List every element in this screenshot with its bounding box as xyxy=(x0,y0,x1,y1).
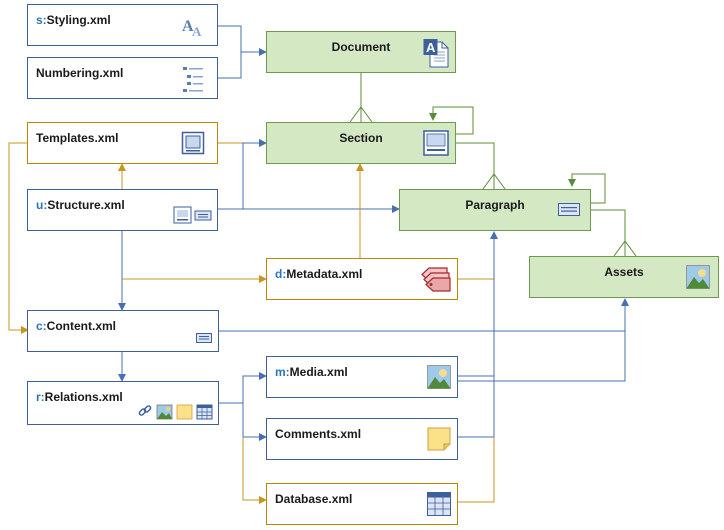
node-document[interactable]: Document A xyxy=(266,31,456,73)
table-icon xyxy=(427,492,451,516)
document-icon: A xyxy=(423,39,449,68)
node-media[interactable]: m:Media.xml xyxy=(266,356,458,398)
node-prefix: m: xyxy=(275,365,290,379)
node-label: Database.xml xyxy=(275,492,353,506)
node-label: Content.xml xyxy=(46,319,117,333)
edge-paragraph-assets xyxy=(591,209,626,256)
node-assets[interactable]: Assets xyxy=(529,256,719,298)
image-icon xyxy=(427,365,451,389)
svg-text:A: A xyxy=(182,18,194,35)
node-styling[interactable]: s:Styling.xml A A xyxy=(27,4,218,46)
table-icon xyxy=(196,404,213,420)
node-label: Relations.xml xyxy=(44,390,123,404)
edge-structure-section xyxy=(217,139,267,210)
section-icon xyxy=(423,130,449,156)
node-label: Numbering.xml xyxy=(36,66,124,80)
node-prefix: d: xyxy=(275,267,287,281)
node-comments[interactable]: Comments.xml xyxy=(266,418,458,460)
edge-styling-document xyxy=(217,25,267,56)
image-icon xyxy=(156,404,173,420)
node-label: Section xyxy=(339,131,383,145)
node-label: Styling.xml xyxy=(46,13,111,27)
structure-icon xyxy=(173,206,212,224)
node-label: Document xyxy=(331,40,391,54)
node-prefix: u: xyxy=(36,198,48,212)
edge-numbering-document xyxy=(217,52,242,79)
text-block-icon xyxy=(196,333,212,343)
link-icon xyxy=(138,405,152,416)
section-self-loop xyxy=(429,106,474,135)
node-prefix: s: xyxy=(36,13,47,27)
node-templates[interactable]: Templates.xml xyxy=(27,122,218,164)
node-label: Comments.xml xyxy=(275,427,362,441)
sticky-note-icon xyxy=(176,404,193,420)
link-image-note-table-icons xyxy=(138,404,213,420)
template-icon xyxy=(181,131,205,155)
node-metadata[interactable]: d:Metadata.xml xyxy=(266,258,458,300)
node-prefix: c: xyxy=(36,319,47,333)
node-content[interactable]: c:Content.xml xyxy=(27,310,219,352)
node-paragraph[interactable]: Paragraph xyxy=(399,189,591,231)
node-label: Media.xml xyxy=(289,365,348,379)
node-section[interactable]: Section xyxy=(266,122,456,164)
node-label: Templates.xml xyxy=(36,131,119,145)
edge-relations-media xyxy=(218,372,267,404)
node-structure[interactable]: u:Structure.xml xyxy=(27,189,218,231)
node-label: Paragraph xyxy=(465,198,525,212)
paragraph-self-loop xyxy=(568,173,606,204)
edge-media-assets xyxy=(458,298,629,382)
node-database[interactable]: Database.xml xyxy=(266,483,458,525)
node-label: Assets xyxy=(604,265,644,279)
edge-templates-content xyxy=(8,142,29,334)
edge-database-paragraph xyxy=(458,437,495,503)
edge-relations-database xyxy=(242,437,267,504)
tags-icon xyxy=(421,267,451,292)
paragraph-icon xyxy=(558,203,580,216)
numbered-list-icon xyxy=(183,67,203,92)
svg-text:A: A xyxy=(192,24,202,38)
node-label: Metadata.xml xyxy=(286,267,363,281)
node-prefix: r: xyxy=(36,390,45,404)
node-label: Structure.xml xyxy=(47,198,125,212)
font-styles-icon: A A xyxy=(182,18,202,38)
svg-text:A: A xyxy=(426,40,436,55)
edge-relations-comments xyxy=(242,403,267,441)
node-numbering[interactable]: Numbering.xml xyxy=(27,57,218,99)
node-relations[interactable]: r:Relations.xml xyxy=(27,381,219,425)
image-icon xyxy=(686,265,710,289)
sticky-note-icon xyxy=(427,427,451,451)
